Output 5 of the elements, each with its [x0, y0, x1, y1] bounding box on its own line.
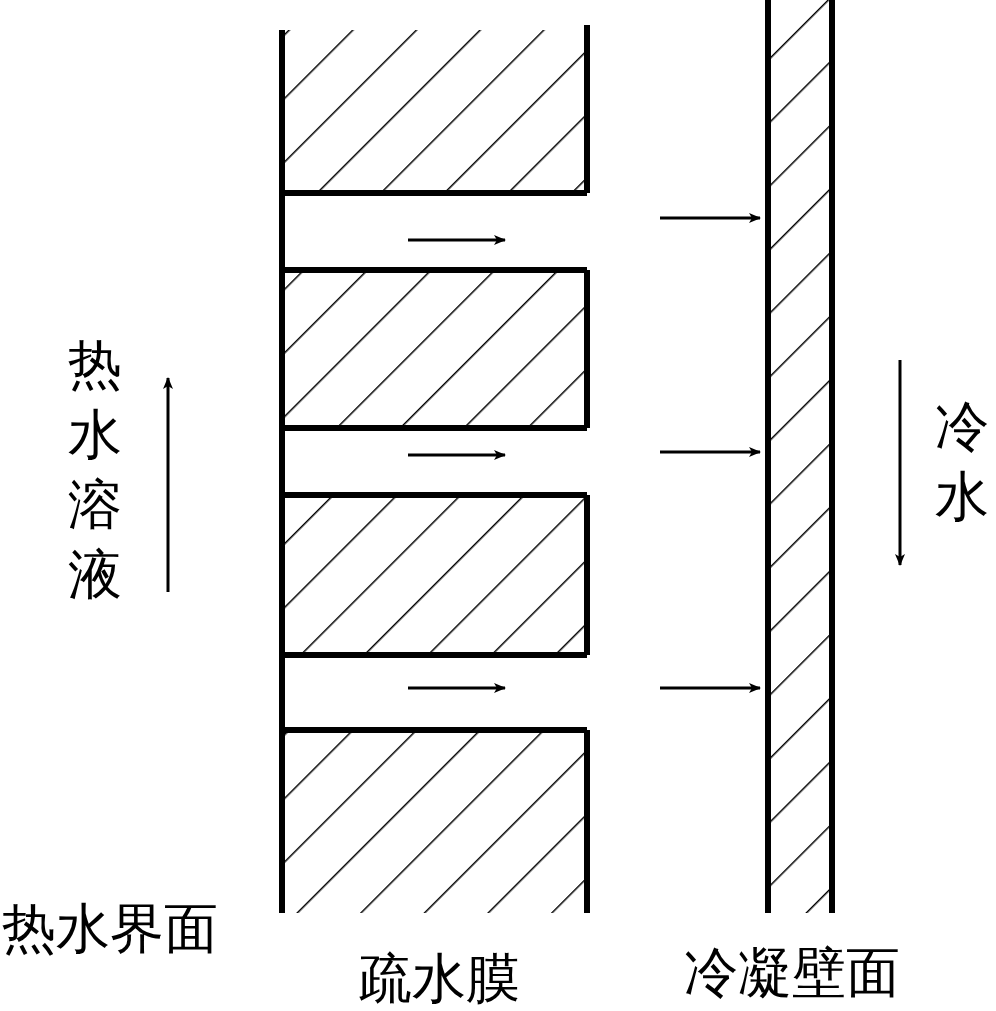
part-label: 冷凝壁面: [684, 942, 900, 1005]
part-label: 疏水膜: [358, 948, 520, 1011]
flow-label: 冷水: [935, 394, 990, 530]
flow-label: 热水溶液: [68, 332, 123, 608]
part-label: 热水界面: [2, 898, 218, 961]
